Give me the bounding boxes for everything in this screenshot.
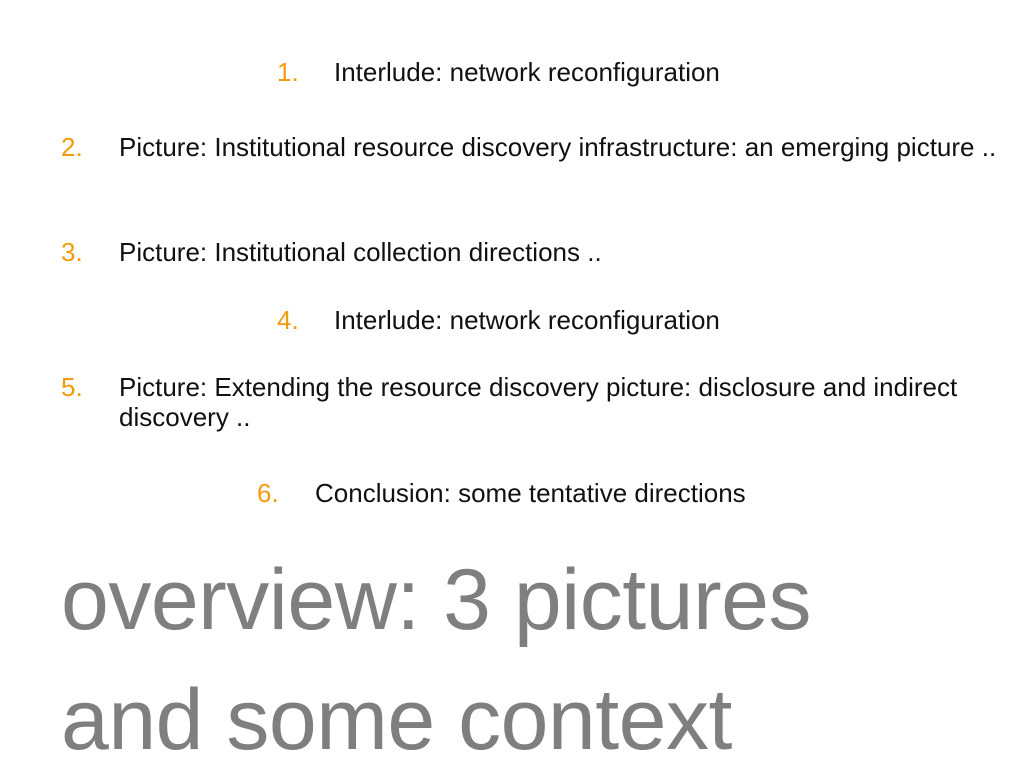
list-text: Picture: Institutional collection direct… [119,237,602,267]
list-text: Interlude: network reconfiguration [334,57,720,87]
list-text: Picture: Extending the resource discover… [119,372,958,432]
list-number: 6. [257,478,279,508]
list-item: 2. Picture: Institutional resource disco… [61,132,1001,162]
list-number: 4. [277,305,299,335]
list-number: 2. [61,132,83,162]
list-item: 5. Picture: Extending the resource disco… [61,372,1001,432]
list-text: Picture: Institutional resource discover… [119,132,997,162]
list-item: 1. Interlude: network reconfiguration [277,57,897,87]
slide-title: overview: 3 pictures and some context [61,540,1011,780]
list-number: 1. [277,57,299,87]
list-item: 6. Conclusion: some tentative directions [257,478,877,508]
list-text: Interlude: network reconfiguration [334,305,720,335]
list-number: 3. [61,237,83,267]
list-number: 5. [61,372,83,402]
list-item: 4. Interlude: network reconfiguration [277,305,897,335]
list-text: Conclusion: some tentative directions [315,478,746,508]
slide-title-line-2: and some context [61,672,732,768]
list-item: 3. Picture: Institutional collection dir… [61,237,961,267]
slide-title-line-1: overview: 3 pictures [61,552,811,648]
